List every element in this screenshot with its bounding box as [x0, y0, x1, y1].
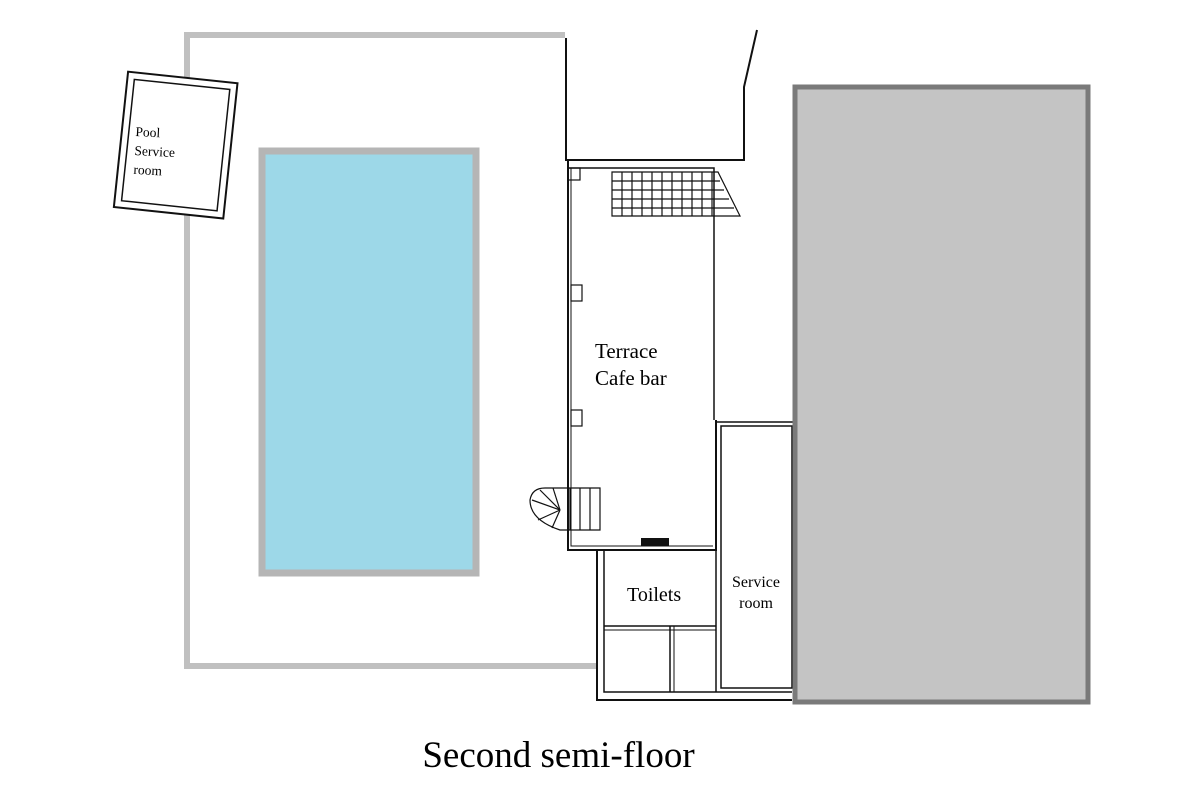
terrace-label-line-1: Terrace	[595, 339, 658, 363]
plan-caption: Second semi-floor	[422, 735, 695, 776]
pool-deck-outline	[184, 32, 597, 669]
pool-service-label-line-2: Service	[134, 142, 176, 161]
adjacent-building	[792, 84, 1091, 705]
pool-service-label-line-3: room	[133, 161, 163, 179]
service-room-label-line-1: Service	[732, 574, 780, 591]
swimming-pool	[258, 147, 480, 577]
pool-service-room-label: Pool Service room	[133, 122, 176, 181]
upper-wall	[565, 29, 758, 161]
pool-service-label-line-1: Pool	[135, 123, 161, 141]
service-room	[716, 421, 794, 689]
terrace-cafe-bar-label: Terrace Cafe bar	[595, 338, 667, 392]
pool-service-room	[112, 70, 239, 220]
staircase-spiral	[529, 487, 601, 531]
service-room-label-line-2: room	[739, 595, 773, 612]
service-room-label: Service room	[722, 572, 790, 614]
staircase-top	[611, 171, 741, 217]
terrace-label-line-2: Cafe bar	[595, 366, 667, 390]
toilets-label: Toilets	[627, 584, 682, 606]
toilets-room	[596, 420, 792, 701]
